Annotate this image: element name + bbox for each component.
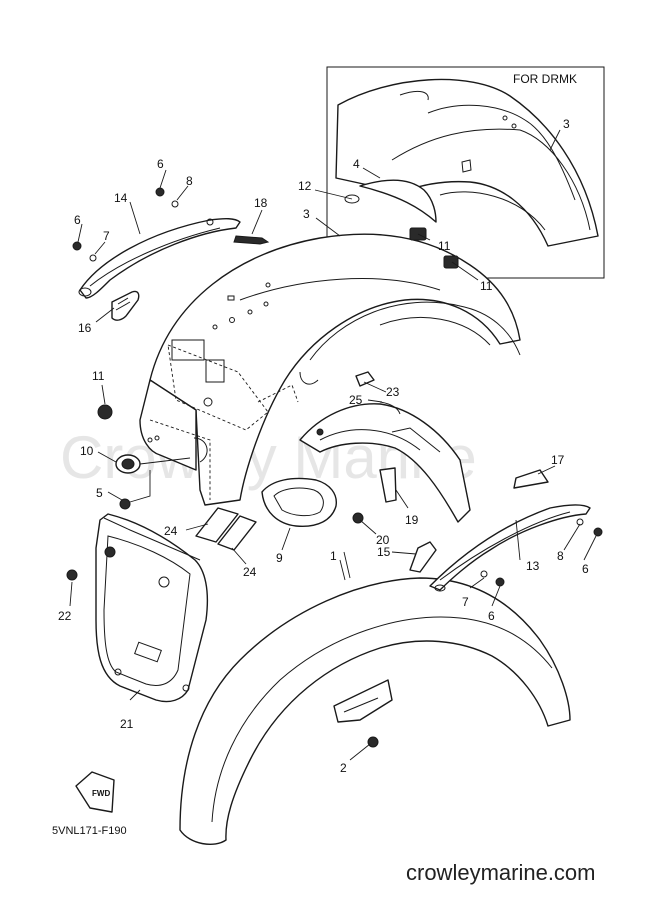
- svg-text:FWD: FWD: [92, 789, 110, 798]
- clips-23-25: [355, 371, 401, 415]
- callout-25: 25: [349, 393, 363, 407]
- fwd-arrow: FWD: [75, 771, 115, 813]
- callout-11a: 11: [438, 239, 451, 253]
- bolt-5: [119, 470, 151, 510]
- rail-13: [429, 504, 603, 592]
- callout-6d: 6: [582, 562, 589, 576]
- inset-label: FOR DRMK: [513, 72, 577, 86]
- callout-9: 9: [276, 551, 283, 565]
- washer-12: [344, 194, 360, 204]
- strap-15: [409, 541, 437, 573]
- cover-21: [95, 513, 209, 703]
- rail-14: [78, 217, 241, 299]
- callout-6c: 6: [488, 609, 495, 623]
- side-trim-4: [359, 179, 437, 223]
- callout-23: 23: [386, 385, 400, 399]
- callout-13: 13: [526, 559, 540, 573]
- tapes-24: [195, 507, 257, 551]
- plate-9: [261, 477, 337, 527]
- callout-3-inset: 3: [563, 117, 570, 131]
- callout-22: 22: [58, 609, 72, 623]
- rear-fender: [139, 233, 521, 506]
- callout-18: 18: [254, 196, 268, 210]
- callout-11b: 11: [480, 279, 493, 293]
- callout-11c: 11: [92, 369, 105, 383]
- footer-site: crowleymarine.com: [406, 860, 596, 885]
- callout-20: 20: [376, 533, 390, 547]
- callout-7a: 7: [103, 229, 110, 243]
- callout-6a: 6: [157, 157, 164, 171]
- fasteners-right: [480, 570, 505, 587]
- callout-10: 10: [80, 444, 94, 458]
- inner-piece-19: [299, 403, 471, 523]
- pad-16: [111, 290, 140, 321]
- fasteners-left: [72, 187, 179, 262]
- callout-21: 21: [120, 717, 134, 731]
- callout-17: 17: [551, 453, 565, 467]
- front-fender-1: [179, 577, 571, 846]
- callout-24a: 24: [164, 524, 178, 538]
- callout-12: 12: [298, 179, 312, 193]
- strip-18: [233, 235, 270, 245]
- callout-8a: 8: [186, 174, 193, 188]
- callout-7b: 7: [462, 595, 469, 609]
- callout-2: 2: [340, 761, 347, 775]
- callout-8b: 8: [557, 549, 564, 563]
- inset-drmk: FOR DRMK: [326, 66, 605, 279]
- callout-6b: 6: [74, 213, 81, 227]
- bolt-22: [66, 569, 78, 581]
- callout-24b: 24: [243, 565, 257, 579]
- callout-4: 4: [353, 157, 360, 171]
- diagram-code: 5VNL171-F190: [52, 825, 127, 837]
- leader-lines: [69, 129, 597, 761]
- callout-14: 14: [114, 191, 128, 205]
- callout-19: 19: [405, 513, 419, 527]
- callout-5: 5: [96, 486, 103, 500]
- callout-15: 15: [377, 545, 391, 559]
- callout-1: 1: [330, 549, 337, 563]
- callout-16: 16: [78, 321, 92, 335]
- reflector-17: [513, 469, 549, 489]
- grommet-10: [115, 454, 191, 474]
- callout-numbers: 1 2 3 3 4 5 6 6 6 6 7 7 7 8 8 8 9 10 11 …: [58, 117, 589, 775]
- callout-3: 3: [303, 207, 310, 221]
